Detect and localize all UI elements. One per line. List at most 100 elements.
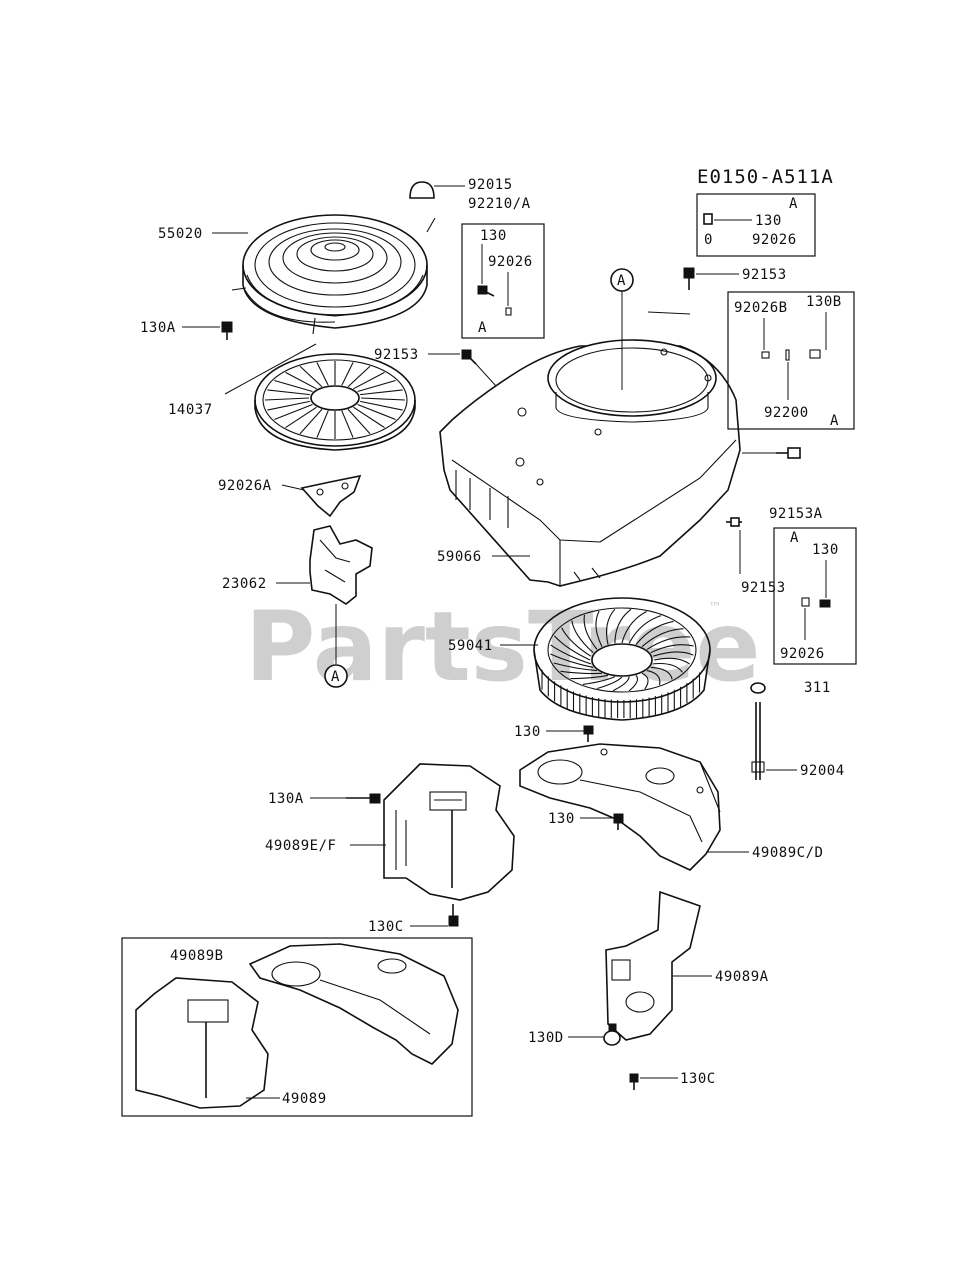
label-49089A: 49089A xyxy=(715,969,769,985)
bolt-side xyxy=(776,447,801,459)
flywheel-fin xyxy=(583,614,598,650)
flywheel-59041 xyxy=(533,597,711,721)
bolt-92153-right xyxy=(726,517,742,527)
svg-text:A: A xyxy=(790,530,799,546)
screen-spoke xyxy=(264,397,310,401)
screen-spoke xyxy=(360,397,406,401)
screen-spoke xyxy=(353,371,385,390)
label-130-mid: 130 xyxy=(514,724,541,740)
label-92153-left: 92153 xyxy=(374,347,419,363)
flywheel-fin xyxy=(595,610,603,647)
svg-text:130: 130 xyxy=(480,228,507,244)
svg-text:A: A xyxy=(830,413,839,429)
bolt-130-low xyxy=(613,813,624,830)
flywheel-fin xyxy=(553,662,598,672)
svg-text:130: 130 xyxy=(755,213,782,229)
bolt-130C-low xyxy=(629,1073,639,1090)
label-92015: 92015 xyxy=(468,177,513,193)
screen-spoke xyxy=(360,400,403,411)
shroud-49089B xyxy=(248,943,459,1065)
flywheel-fin xyxy=(650,644,694,654)
label-130D: 130D xyxy=(528,1030,564,1046)
label-130-low: 130 xyxy=(548,811,575,827)
flywheel-fin xyxy=(635,620,674,646)
inset-92026B xyxy=(727,291,855,430)
flywheel-fin xyxy=(621,611,647,644)
label-49089: 49089 xyxy=(282,1091,327,1107)
screen-spoke xyxy=(357,403,396,421)
screen-spoke xyxy=(347,408,371,435)
flywheel-fin xyxy=(646,670,661,686)
bolt-92153-left xyxy=(461,349,477,365)
flywheel-fin xyxy=(550,653,594,668)
label-92210A: 92210/A xyxy=(468,196,531,212)
screen-spoke xyxy=(285,406,317,429)
rotating-screen-55020 xyxy=(231,214,436,335)
screen-spoke xyxy=(360,389,403,396)
screen-spoke xyxy=(353,406,385,429)
flywheel-fin xyxy=(606,608,616,645)
bracket-23062 xyxy=(309,525,373,664)
bolt-130A-top xyxy=(221,321,233,340)
label-311: 311 xyxy=(804,680,831,696)
stud-92004 xyxy=(750,682,766,780)
inset-92153A xyxy=(773,527,857,665)
ref-marker-housing-label: A xyxy=(617,273,626,289)
screen-spoke xyxy=(285,371,317,390)
label-23062: 23062 xyxy=(222,576,267,592)
ref-marker-bracket xyxy=(324,664,348,688)
screen-spoke xyxy=(347,365,371,388)
inset-130-92026 xyxy=(461,223,545,339)
label-59066: 59066 xyxy=(437,549,482,565)
screen-spoke xyxy=(274,403,313,421)
label-92153A: 92153A xyxy=(769,506,823,522)
screen-spoke xyxy=(341,362,354,386)
screen-spoke xyxy=(341,410,354,438)
svg-text:130B: 130B xyxy=(806,294,842,310)
screen-spoke xyxy=(316,362,329,386)
screen-spoke xyxy=(267,389,310,396)
svg-text:A: A xyxy=(789,196,798,212)
watermark-trademark: ™ xyxy=(708,600,722,616)
svg-text:92026: 92026 xyxy=(488,254,533,270)
screen-spokes xyxy=(264,361,406,439)
flywheel-fin xyxy=(653,662,683,673)
flywheel-fin xyxy=(653,651,694,657)
blower-housing-59066 xyxy=(439,339,741,587)
screen-14037 xyxy=(254,353,416,451)
label-92153-right: 92153 xyxy=(741,580,786,596)
bolt-130D xyxy=(603,1023,621,1046)
bracket-92026A xyxy=(300,474,362,518)
label-130C-low: 130C xyxy=(680,1071,716,1087)
flywheel-fin xyxy=(561,627,592,657)
flywheel-fin xyxy=(628,674,638,692)
screen-spoke xyxy=(299,365,323,388)
label-130A-mid: 130A xyxy=(268,791,304,807)
label-130A-top: 130A xyxy=(140,320,176,336)
flywheel-fins xyxy=(541,608,701,718)
svg-text:130: 130 xyxy=(812,542,839,558)
ref-marker-bracket-label: A xyxy=(331,669,340,685)
svg-text:92026: 92026 xyxy=(752,232,797,248)
svg-text:0: 0 xyxy=(704,232,713,248)
flywheel-fin xyxy=(550,644,591,665)
flywheel-fin xyxy=(650,666,673,680)
flywheel-fin xyxy=(641,628,684,648)
label-92153-top: 92153 xyxy=(742,267,787,283)
flywheel-fin xyxy=(560,670,603,675)
flywheel-fin xyxy=(571,620,594,654)
screen-spoke xyxy=(316,410,329,438)
svg-text:A: A xyxy=(478,320,487,336)
label-49089CD: 49089C/D xyxy=(752,845,823,861)
shroud-49089CD xyxy=(519,743,721,871)
label-92026A: 92026A xyxy=(218,478,272,494)
flywheel-fin xyxy=(582,676,616,685)
flywheel-fin xyxy=(553,635,591,661)
label-49089EF: 49089E/F xyxy=(265,838,336,854)
leader-lines xyxy=(182,185,797,1099)
bolt-92153-top xyxy=(683,267,695,290)
diagram-code: E0150-A511A xyxy=(697,166,834,188)
label-14037: 14037 xyxy=(168,402,213,418)
